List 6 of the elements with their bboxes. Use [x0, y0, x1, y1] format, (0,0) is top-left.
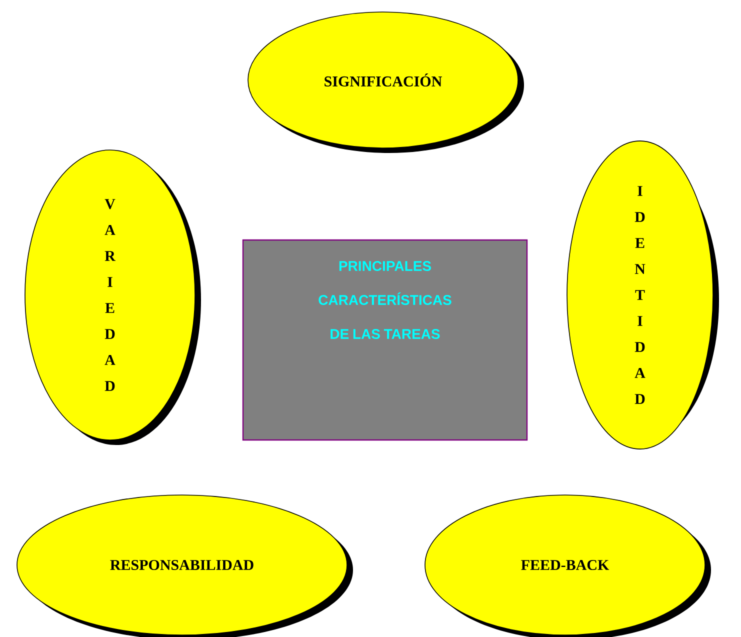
ellipse-node: VARIEDAD [24, 150, 201, 445]
ellipse-node: IDENTIDAD [566, 140, 719, 450]
title-box: PRINCIPALES CARACTERÍSTICAS DE LAS TAREAS [242, 239, 528, 441]
ellipse-node: SIGNIFICACIÓN [248, 12, 524, 153]
ellipse-node: FEED-BACK [424, 494, 711, 637]
ellipse-node: RESPONSABILIDAD [16, 494, 353, 637]
